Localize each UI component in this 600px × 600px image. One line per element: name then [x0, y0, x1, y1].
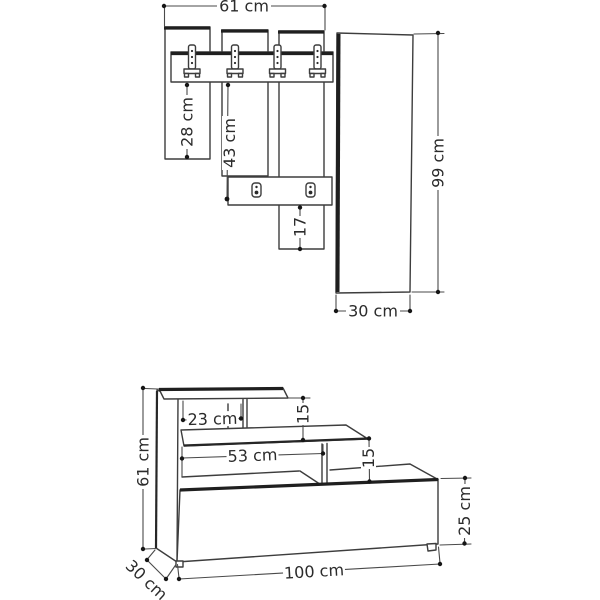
bench-foot-right [426, 542, 437, 552]
bench-top-shelf [158, 386, 289, 400]
bench-cabinet-front [176, 477, 439, 563]
dim-lower-gap: 15 [359, 436, 378, 484]
coat-hook-icon [183, 44, 201, 78]
dim-bench-width: 100 cm [176, 546, 443, 583]
coat-hook-icon [268, 44, 287, 78]
keyhole-bracket-icon [305, 182, 316, 198]
dim-upper-gap: 15 [288, 395, 313, 443]
bench-perspective-view: 61 cm 23 cm 15 53 [122, 385, 474, 600]
mirror-panel [335, 32, 414, 294]
keyhole-bracket-icon [251, 182, 262, 198]
dim-bench-depth: 30 cm [122, 549, 177, 600]
dim-label-bench-width: 100 cm [283, 560, 344, 582]
dim-label-bench-height: 61 cm [134, 437, 153, 487]
dim-top-shelf-width: 23 cm [180, 400, 244, 429]
dim-middle-shelf-width: 53 cm [179, 443, 326, 478]
dim-label-upper-gap: 15 [294, 404, 313, 424]
dim-label-left-panel: 28 cm [178, 97, 197, 147]
dim-top-width: 61 cm [161, 0, 327, 31]
dim-label-front-height: 25 cm [455, 486, 474, 536]
coat-hook-icon [308, 44, 327, 78]
mounting-rail [227, 176, 333, 206]
dim-label-center-panel: 43 cm [220, 118, 239, 168]
dim-label-lower-gap: 15 [359, 448, 378, 468]
dim-mirror-width: 30 cm [333, 294, 413, 321]
dim-front-height: 25 cm [439, 475, 474, 546]
coat-rack-front-view: 61 cm 28 cm 43 cm [161, 0, 448, 321]
dim-label-middle-shelf: 53 cm [227, 445, 277, 466]
dim-center-panel-height: 43 cm [220, 82, 239, 202]
dim-bench-height: 61 cm [134, 385, 159, 552]
dim-label-mirror-width: 30 cm [348, 302, 398, 321]
dim-label-mirror-height: 99 cm [429, 138, 448, 188]
bench-middle-shelf [180, 424, 369, 447]
dim-mirror-height: 99 cm [411, 30, 448, 295]
coat-hook-icon [226, 44, 244, 78]
bench-foot-left [175, 560, 184, 568]
dim-lower-panel-height: 17 [291, 205, 310, 252]
dim-label-bench-depth: 30 cm [122, 556, 171, 600]
dim-left-panel-height: 28 cm [178, 82, 197, 160]
dim-label-top-width: 61 cm [219, 0, 269, 16]
dim-label-lower-panel: 17 [291, 217, 310, 237]
bench-compartment-lines [181, 463, 439, 481]
dim-label-top-shelf: 23 cm [187, 409, 237, 429]
bench-side-panel [154, 389, 179, 563]
